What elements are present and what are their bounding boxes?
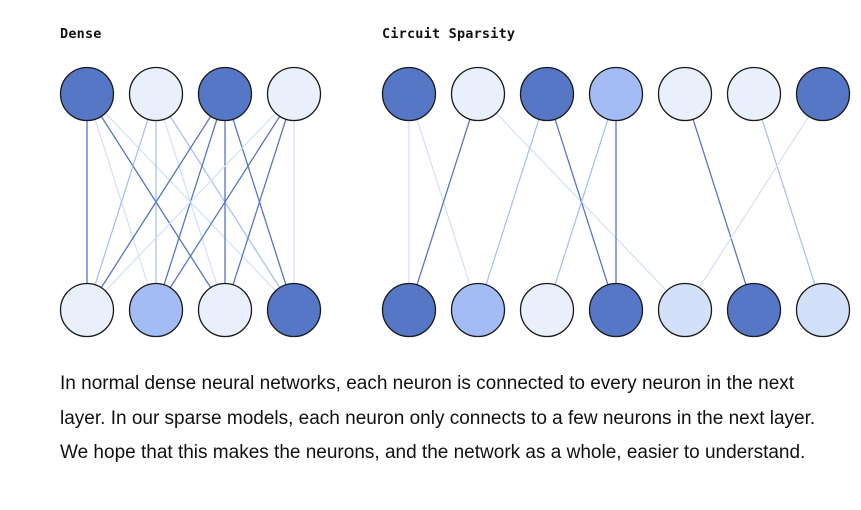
- dense-connections: [86, 93, 295, 311]
- network-diagram: [59, 66, 851, 338]
- dense-connection-3-0: [86, 93, 295, 311]
- dense-top-neuron-2: [197, 66, 253, 122]
- dense-connection-2-0: [86, 93, 226, 311]
- dense-bottom-neuron-3: [266, 282, 322, 338]
- sparse-bottom-neuron-4: [657, 282, 713, 338]
- sparse-bottom-neuron-3: [588, 282, 644, 338]
- sparse-connection-5-6: [753, 93, 824, 311]
- sparse-network: [381, 66, 851, 338]
- sparse-connections: [408, 93, 824, 311]
- sparse-bottom-neuron-5: [726, 282, 782, 338]
- dense-connection-3-2: [224, 93, 295, 311]
- sparse-top-neuron-2: [519, 66, 575, 122]
- sparse-top-neuron-6: [795, 66, 851, 122]
- dense-top-neuron-3: [266, 66, 322, 122]
- sparse-top-neuron-3: [588, 66, 644, 122]
- sparse-bottom-neuron-6: [795, 282, 851, 338]
- sparse-bottom-neuron-0: [381, 282, 437, 338]
- sparse-bottom-neuron-1: [450, 282, 506, 338]
- dense-connection-1-0: [86, 93, 157, 311]
- dense-neurons: [59, 66, 322, 338]
- sparse-top-neuron-1: [450, 66, 506, 122]
- dense-bottom-neuron-2: [197, 282, 253, 338]
- sparse-connection-2-1: [477, 93, 548, 311]
- dense-connection-3-1: [155, 93, 295, 311]
- dense-bottom-neuron-0: [59, 282, 115, 338]
- sparse-neurons: [381, 66, 851, 338]
- dense-network: [59, 66, 322, 338]
- sparse-connection-4-5: [684, 93, 755, 311]
- sparse-connection-1-0: [408, 93, 479, 311]
- caption-text: In normal dense neural networks, each ne…: [60, 373, 816, 463]
- sparse-top-neuron-4: [657, 66, 713, 122]
- dense-top-neuron-1: [128, 66, 184, 122]
- dense-top-neuron-0: [59, 66, 115, 122]
- dense-panel-title: Dense: [60, 26, 102, 42]
- sparse-panel-title: Circuit Sparsity: [382, 26, 516, 42]
- dense-bottom-neuron-1: [128, 282, 184, 338]
- sparse-top-neuron-0: [381, 66, 437, 122]
- sparse-connection-6-4: [684, 93, 824, 311]
- sparse-bottom-neuron-2: [519, 282, 575, 338]
- sparse-top-neuron-5: [726, 66, 782, 122]
- sparse-connection-3-2: [546, 93, 617, 311]
